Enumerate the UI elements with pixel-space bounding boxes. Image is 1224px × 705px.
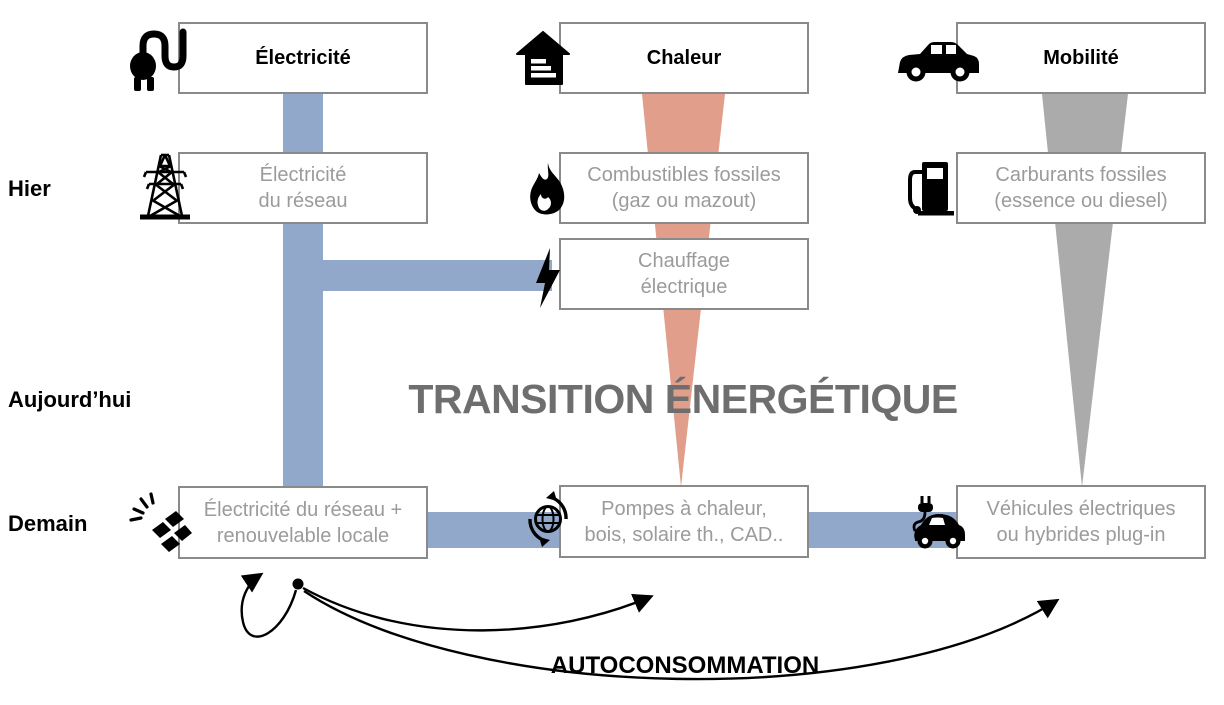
power-line-tower-icon xyxy=(140,153,190,220)
box-pompes-a-chaleur: Pompes à chaleur, bois, solaire th., CAD… xyxy=(559,485,809,558)
box-combustibles-fossiles: Combustibles fossiles (gaz ou mazout) xyxy=(559,152,809,224)
box-text: (essence ou diesel) xyxy=(994,190,1168,212)
box-electricite-du-reseau: Électricité du réseau xyxy=(178,152,428,224)
car-icon xyxy=(898,42,979,82)
box-text: électrique xyxy=(640,276,728,298)
row-label-demain: Demain xyxy=(8,511,88,536)
lightning-bolt-icon xyxy=(536,248,560,308)
box-text: renouvelable locale xyxy=(216,524,390,547)
solar-panel-icon xyxy=(129,492,192,552)
box-text: Électricité xyxy=(259,164,347,186)
box-text: ou hybrides plug-in xyxy=(996,524,1166,546)
fuel-pump-icon xyxy=(908,162,954,216)
box-text: Carburants fossiles xyxy=(995,164,1167,186)
globe-renewables-icon xyxy=(528,491,568,547)
flame-icon xyxy=(530,163,565,215)
autoconsommation-label: AUTOCONSOMMATION xyxy=(550,652,820,679)
box-text: Véhicules électriques xyxy=(986,498,1176,520)
header-box-chaleur: Chaleur xyxy=(559,22,809,94)
box-chauffage-electrique: Chauffage électrique xyxy=(559,238,809,310)
page-title: TRANSITION ÉNERGÉTIQUE xyxy=(408,376,958,422)
box-text: bois, solaire th., CAD.. xyxy=(584,523,784,546)
box-text: Combustibles fossiles xyxy=(587,164,781,186)
header-label-electricite: Électricité xyxy=(255,46,351,69)
box-electricite-renouvelable: Électricité du réseau + renouvelable loc… xyxy=(178,486,428,559)
row-label-aujourdhui: Aujourd’hui xyxy=(8,387,132,412)
box-text: Électricité du réseau + xyxy=(203,498,403,521)
electric-car-icon xyxy=(912,496,965,549)
electric-plug-icon xyxy=(130,28,187,91)
box-text: (gaz ou mazout) xyxy=(611,190,757,212)
energy-label-house-icon xyxy=(516,31,570,85)
box-text: Pompes à chaleur, xyxy=(601,497,767,520)
box-text: du réseau xyxy=(258,190,348,212)
box-carburants-fossiles: Carburants fossiles (essence ou diesel) xyxy=(956,152,1206,224)
header-box-electricite: Électricité xyxy=(178,22,428,94)
electricity-flow-band-branch xyxy=(283,260,552,291)
header-label-chaleur: Chaleur xyxy=(646,46,722,69)
box-vehicules-electriques: Véhicules électriques ou hybrides plug-i… xyxy=(956,485,1206,559)
header-box-mobilite: Mobilité xyxy=(956,22,1206,94)
row-label-hier: Hier xyxy=(8,176,51,201)
header-label-mobilite: Mobilité xyxy=(1043,46,1119,69)
box-text: Chauffage xyxy=(638,250,730,272)
